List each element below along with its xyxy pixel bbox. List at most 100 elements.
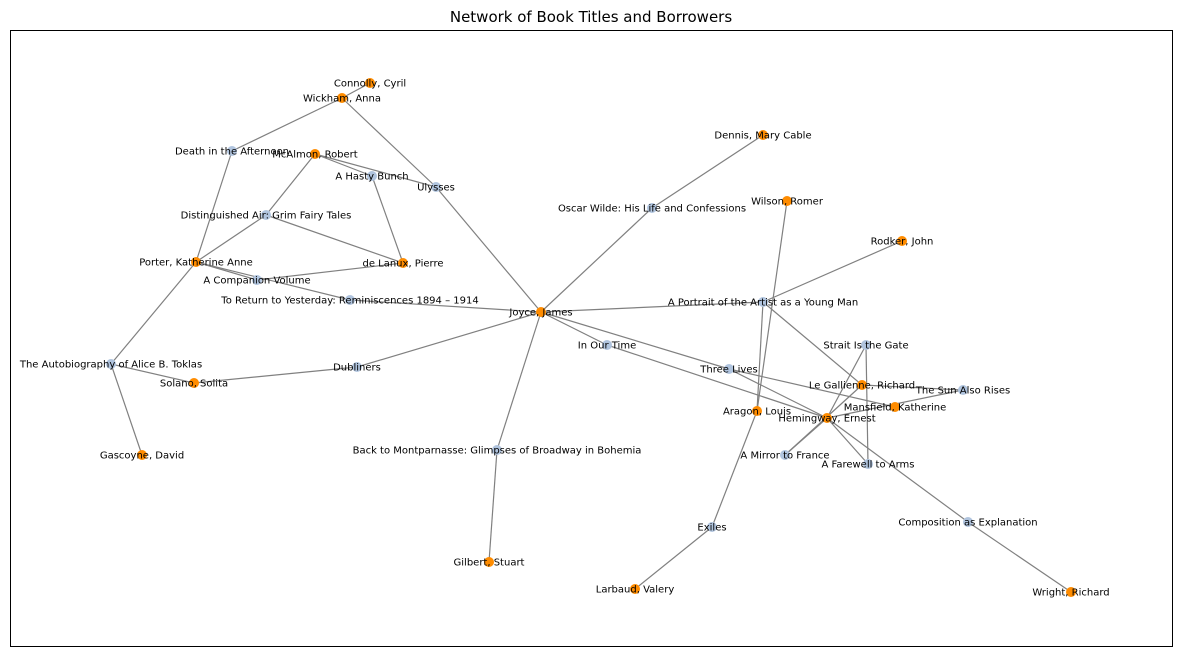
node-label-larbaud: Larbaud, Valery [596, 585, 675, 596]
node-companion_volume [252, 275, 262, 285]
edge-oscar_wilde-dennis [651, 134, 764, 209]
node-hasty_bunch [367, 171, 377, 181]
node-label-joyce: Joyce, James [508, 308, 572, 319]
node-label-delanux: de Lanux, Pierre [362, 259, 443, 270]
node-label-ulysses: Ulysses [417, 183, 455, 194]
edge-three_lives-hemingway [728, 368, 828, 419]
edge-hemingway-strait_gate [826, 344, 867, 419]
node-label-connolly: Connolly, Cyril [334, 79, 406, 90]
edge-hasty_bunch-delanux [371, 175, 404, 264]
node-label-dennis: Dennis, Mary Cable [714, 131, 811, 142]
nodes-layer [106, 78, 1076, 597]
node-farewell_arms [863, 459, 873, 469]
edges-layer [110, 82, 1072, 593]
edge-porter-to_return [195, 261, 351, 301]
node-mansfield [890, 402, 900, 412]
node-label-mansfield: Mansfield, Katherine [844, 403, 947, 414]
edge-joyce-portrait [540, 301, 764, 313]
node-label-companion_volume: A Companion Volume [203, 276, 310, 287]
node-autobiography_toklas [106, 359, 116, 369]
edge-joyce-three_lives [540, 311, 730, 370]
node-mirror_france [780, 450, 790, 460]
node-label-legallienne: Le Gallienne, Richard [809, 381, 915, 392]
edge-mcalmon-distinguished_air [265, 153, 316, 216]
node-larbaud [630, 584, 640, 594]
node-label-portrait: A Portrait of the Artist as a Young Man [668, 298, 858, 309]
edge-distinguished_air-delanux [265, 214, 404, 264]
node-aragon [752, 406, 762, 416]
node-label-to_return: To Return to Yesterday: Reminiscences 18… [220, 296, 478, 307]
edge-wickham-ulysses [341, 97, 437, 188]
node-ulysses [431, 182, 441, 192]
node-gilbert [484, 557, 494, 567]
node-label-strait_gate: Strait Is the Gate [823, 341, 908, 352]
edge-joyce-back_to_montparnasse [496, 311, 542, 451]
node-composition [963, 517, 973, 527]
edge-portrait-legallienne [762, 301, 863, 386]
plot-frame [10, 30, 1173, 647]
edge-joyce-oscar_wilde [540, 207, 653, 313]
node-porter [191, 257, 201, 267]
node-label-in_our_time: In Our Time [578, 341, 636, 352]
edge-hemingway-composition [826, 417, 969, 523]
node-strait_gate [861, 340, 871, 350]
node-in_our_time [602, 340, 612, 350]
edge-joyce-in_our_time [540, 311, 608, 346]
edge-porter-autobiography_toklas [110, 261, 197, 365]
node-label-oscar_wilde: Oscar Wilde: His Life and Confessions [558, 204, 746, 215]
node-death_afternoon [227, 146, 237, 156]
edge-in_our_time-hemingway [606, 344, 828, 419]
node-gascoyne [137, 450, 147, 460]
node-label-farewell_arms: A Farewell to Arms [821, 460, 914, 471]
edge-hemingway-farewell_arms [826, 417, 869, 465]
edge-legallienne-sun_also_rises [861, 384, 964, 391]
edge-composition-wright [967, 521, 1072, 593]
node-label-composition: Composition as Explanation [898, 518, 1037, 529]
node-label-mcalmon: McAlmon, Robert [272, 150, 358, 161]
node-label-back_to_montparnasse: Back to Montparnasse: Glimpses of Broadw… [353, 446, 642, 457]
node-label-hasty_bunch: A Hasty Bunch [335, 172, 408, 183]
node-legallienne [857, 380, 867, 390]
node-label-three_lives: Three Lives [699, 365, 757, 376]
graph-title: Network of Book Titles and Borrowers [450, 8, 732, 26]
node-label-solano: Solano, Solita [160, 379, 228, 390]
edge-strait_gate-farewell_arms [865, 344, 869, 465]
node-delanux [398, 258, 408, 268]
node-label-mirror_france: A Mirror to France [740, 451, 829, 462]
node-label-exiles: Exiles [697, 523, 726, 534]
node-to_return [345, 295, 355, 305]
node-exiles [707, 522, 717, 532]
node-wickham [337, 93, 347, 103]
node-label-wilson: Wilson, Romer [751, 197, 824, 208]
node-label-sun_also_rises: The Sun Also Rises [915, 386, 1010, 397]
node-label-rodker: Rodker, John [871, 237, 934, 248]
node-wright [1066, 587, 1076, 597]
edge-connolly-wickham [341, 82, 371, 99]
edge-death_afternoon-porter [195, 150, 233, 263]
node-connolly [365, 78, 375, 88]
edge-portrait-rodker [762, 240, 903, 303]
node-joyce [536, 307, 546, 317]
node-back_to_montparnasse [492, 445, 502, 455]
edge-dubliners-solano [193, 366, 358, 384]
node-three_lives [724, 364, 734, 374]
node-label-aragon: Aragon, Louis [723, 407, 791, 418]
node-sun_also_rises [958, 385, 968, 395]
node-label-dubliners: Dubliners [333, 363, 381, 374]
edge-aragon-exiles [711, 410, 758, 528]
edge-wickham-death_afternoon [231, 97, 343, 152]
node-label-distinguished_air: Distinguished Air: Grim Fairy Tales [181, 211, 352, 222]
node-label-autobiography_toklas: The Autobiography of Alice B. Toklas [19, 360, 202, 371]
edge-ulysses-joyce [435, 186, 542, 313]
node-label-gascoyne: Gascoyne, David [100, 451, 184, 462]
node-label-wright: Wright, Richard [1032, 588, 1109, 599]
node-oscar_wilde [647, 203, 657, 213]
node-label-death_afternoon: Death in the Afternoon [175, 147, 289, 158]
node-wilson [782, 196, 792, 206]
node-hemingway [822, 413, 832, 423]
edge-back_to_montparnasse-gilbert [488, 449, 498, 563]
node-dennis [758, 130, 768, 140]
node-label-gilbert: Gilbert, Stuart [454, 558, 525, 569]
